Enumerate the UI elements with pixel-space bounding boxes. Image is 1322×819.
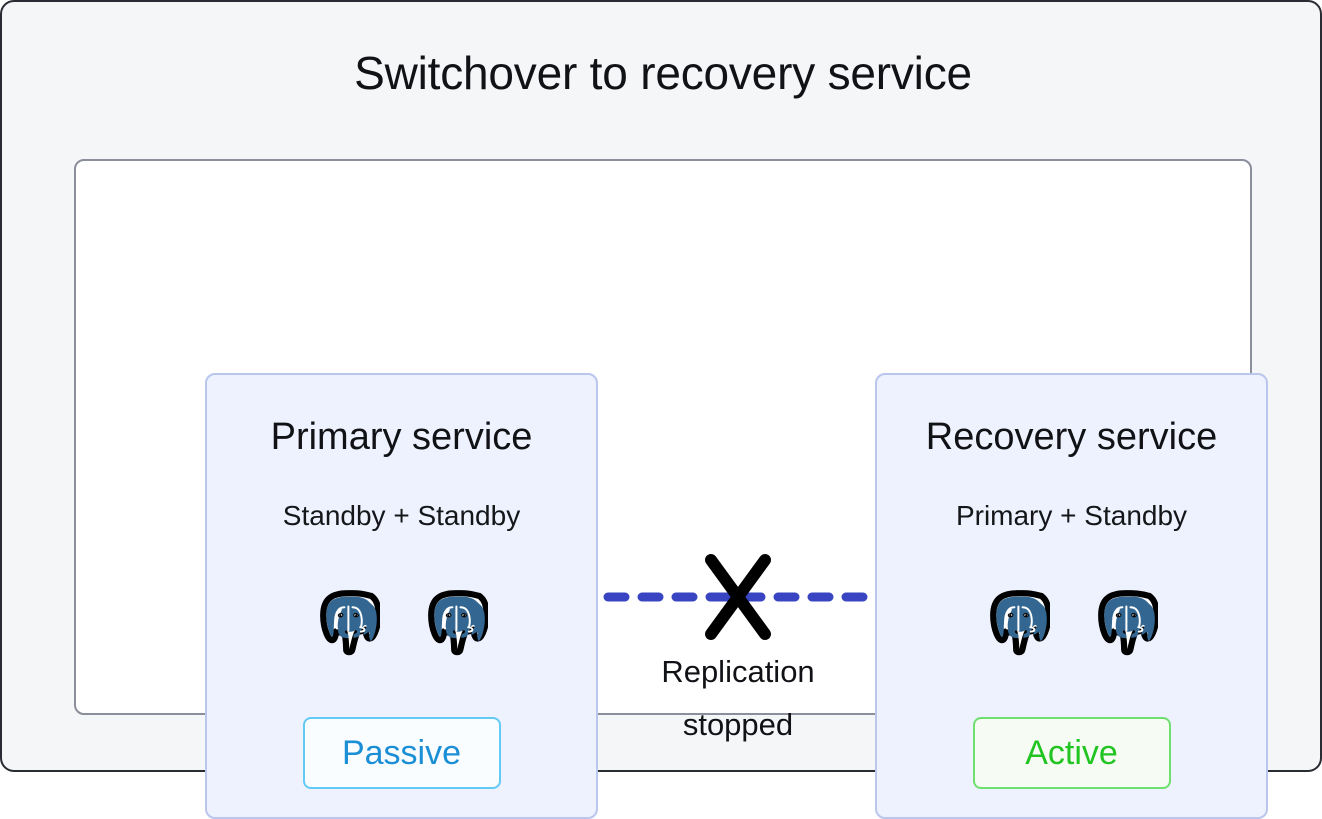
status-badge-passive[interactable]: Passive	[302, 717, 501, 789]
replication-caption: Replication stopped	[598, 645, 878, 752]
page-title: Switchover to recovery service	[354, 47, 972, 99]
card-subtitle-primary: Standby + Standby	[282, 500, 521, 531]
postgresql-icon	[989, 590, 1050, 656]
card-title-recovery: Recovery service	[925, 416, 1218, 458]
postgresql-icon	[1097, 590, 1158, 656]
diagram-panel: Primary service Standby + Standby	[74, 159, 1268, 819]
card-title-primary: Primary service	[270, 416, 533, 458]
replication-caption-line-1: Replication	[661, 654, 815, 689]
card-subtitle-recovery: Primary + Standby	[955, 500, 1188, 531]
status-badge-active[interactable]: Active	[972, 717, 1171, 789]
replication-connector	[603, 554, 875, 640]
service-card-primary[interactable]: Primary service Standby + Standby	[205, 373, 598, 819]
node-row-primary	[207, 587, 596, 657]
postgresql-icon	[427, 590, 488, 656]
replication-caption-line-2: stopped	[682, 707, 794, 743]
service-card-recovery[interactable]: Recovery service Primary + Standby	[875, 373, 1268, 819]
postgresql-icon	[319, 590, 380, 656]
cross-icon	[705, 554, 771, 640]
node-row-recovery	[877, 587, 1266, 657]
